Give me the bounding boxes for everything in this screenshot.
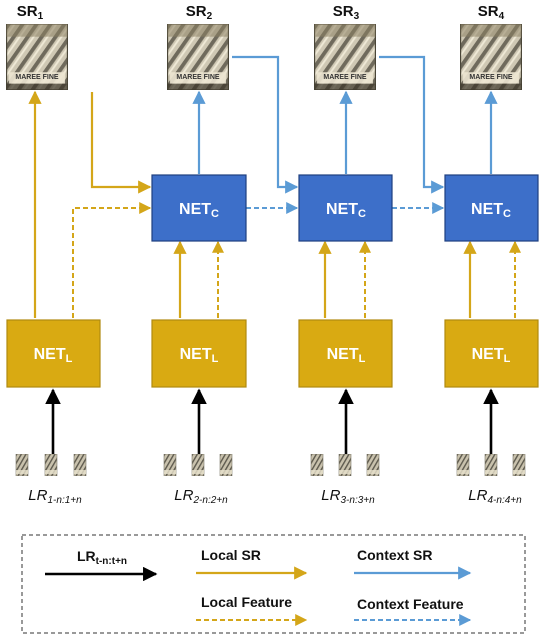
sr-label-1: SR1 [17, 3, 44, 22]
local-sr-to-netc-1 [90, 92, 152, 194]
lr-label-4: LR4-n:4+n [468, 487, 522, 506]
svg-text:NETL: NETL [180, 346, 219, 365]
local-feature-arrows [72, 202, 521, 318]
sr-image-4: MAREE FINE [460, 24, 522, 90]
legend-input-label: LRt-n:t+n [77, 548, 127, 567]
lr-label-2: LR2-n:2+n [174, 487, 228, 506]
svg-text:NETC: NETC [471, 201, 511, 220]
lr-frames-4 [456, 454, 526, 476]
context-net-1: NETC [151, 174, 247, 242]
lr-frames-3 [310, 454, 380, 476]
sr-label-4: SR4 [478, 3, 505, 22]
legend-context-sr-label: Context SR [357, 547, 432, 563]
lr-frames-2 [163, 454, 233, 476]
legend-local-sr-label: Local SR [201, 547, 261, 563]
context-sr-to-netc-2 [232, 55, 299, 194]
context-sr-to-netc-3 [379, 55, 445, 194]
svg-text:NETL: NETL [472, 346, 511, 365]
legend-local-feature-label: Local Feature [201, 594, 292, 610]
sr-image-2: MAREE FINE [167, 24, 229, 90]
sr-label-2: SR2 [186, 3, 213, 22]
sr-label-3: SR3 [333, 3, 360, 22]
svg-text:MAREE FINE: MAREE FINE [176, 74, 220, 81]
svg-text:MAREE FINE: MAREE FINE [469, 74, 513, 81]
svg-text:MAREE FINE: MAREE FINE [323, 74, 367, 81]
sr-image-3: MAREE FINE [314, 24, 376, 90]
legend-frame [21, 534, 526, 634]
sr-image-1: MAREE FINE [6, 24, 68, 90]
lr-label-1: LR1-n:1+n [28, 487, 82, 506]
svg-text:NETC: NETC [179, 201, 219, 220]
context-net-2: NETC [298, 174, 393, 242]
svg-text:NETL: NETL [34, 346, 73, 365]
svg-text:NETC: NETC [326, 201, 366, 220]
legend-context-feature-label: Context Feature [357, 596, 464, 612]
lr-frames-1 [15, 454, 87, 476]
local-sr-arrows [28, 90, 477, 318]
context-net-3: NETC [444, 174, 539, 242]
context-sr-arrows [192, 55, 498, 194]
legend: LRt-n:t+n Local SR Context SR Local Feat… [21, 534, 526, 634]
local-net-2: NETL [151, 319, 247, 388]
local-net-4: NETL [444, 319, 539, 388]
input-arrows [45, 388, 499, 462]
svg-text:MAREE FINE: MAREE FINE [15, 74, 59, 81]
local-feature-to-netc-1 [72, 202, 152, 318]
lr-label-3: LR3-n:3+n [321, 487, 375, 506]
svg-text:NETL: NETL [327, 346, 366, 365]
local-net-1: NETL [6, 319, 101, 388]
local-net-3: NETL [298, 319, 393, 388]
